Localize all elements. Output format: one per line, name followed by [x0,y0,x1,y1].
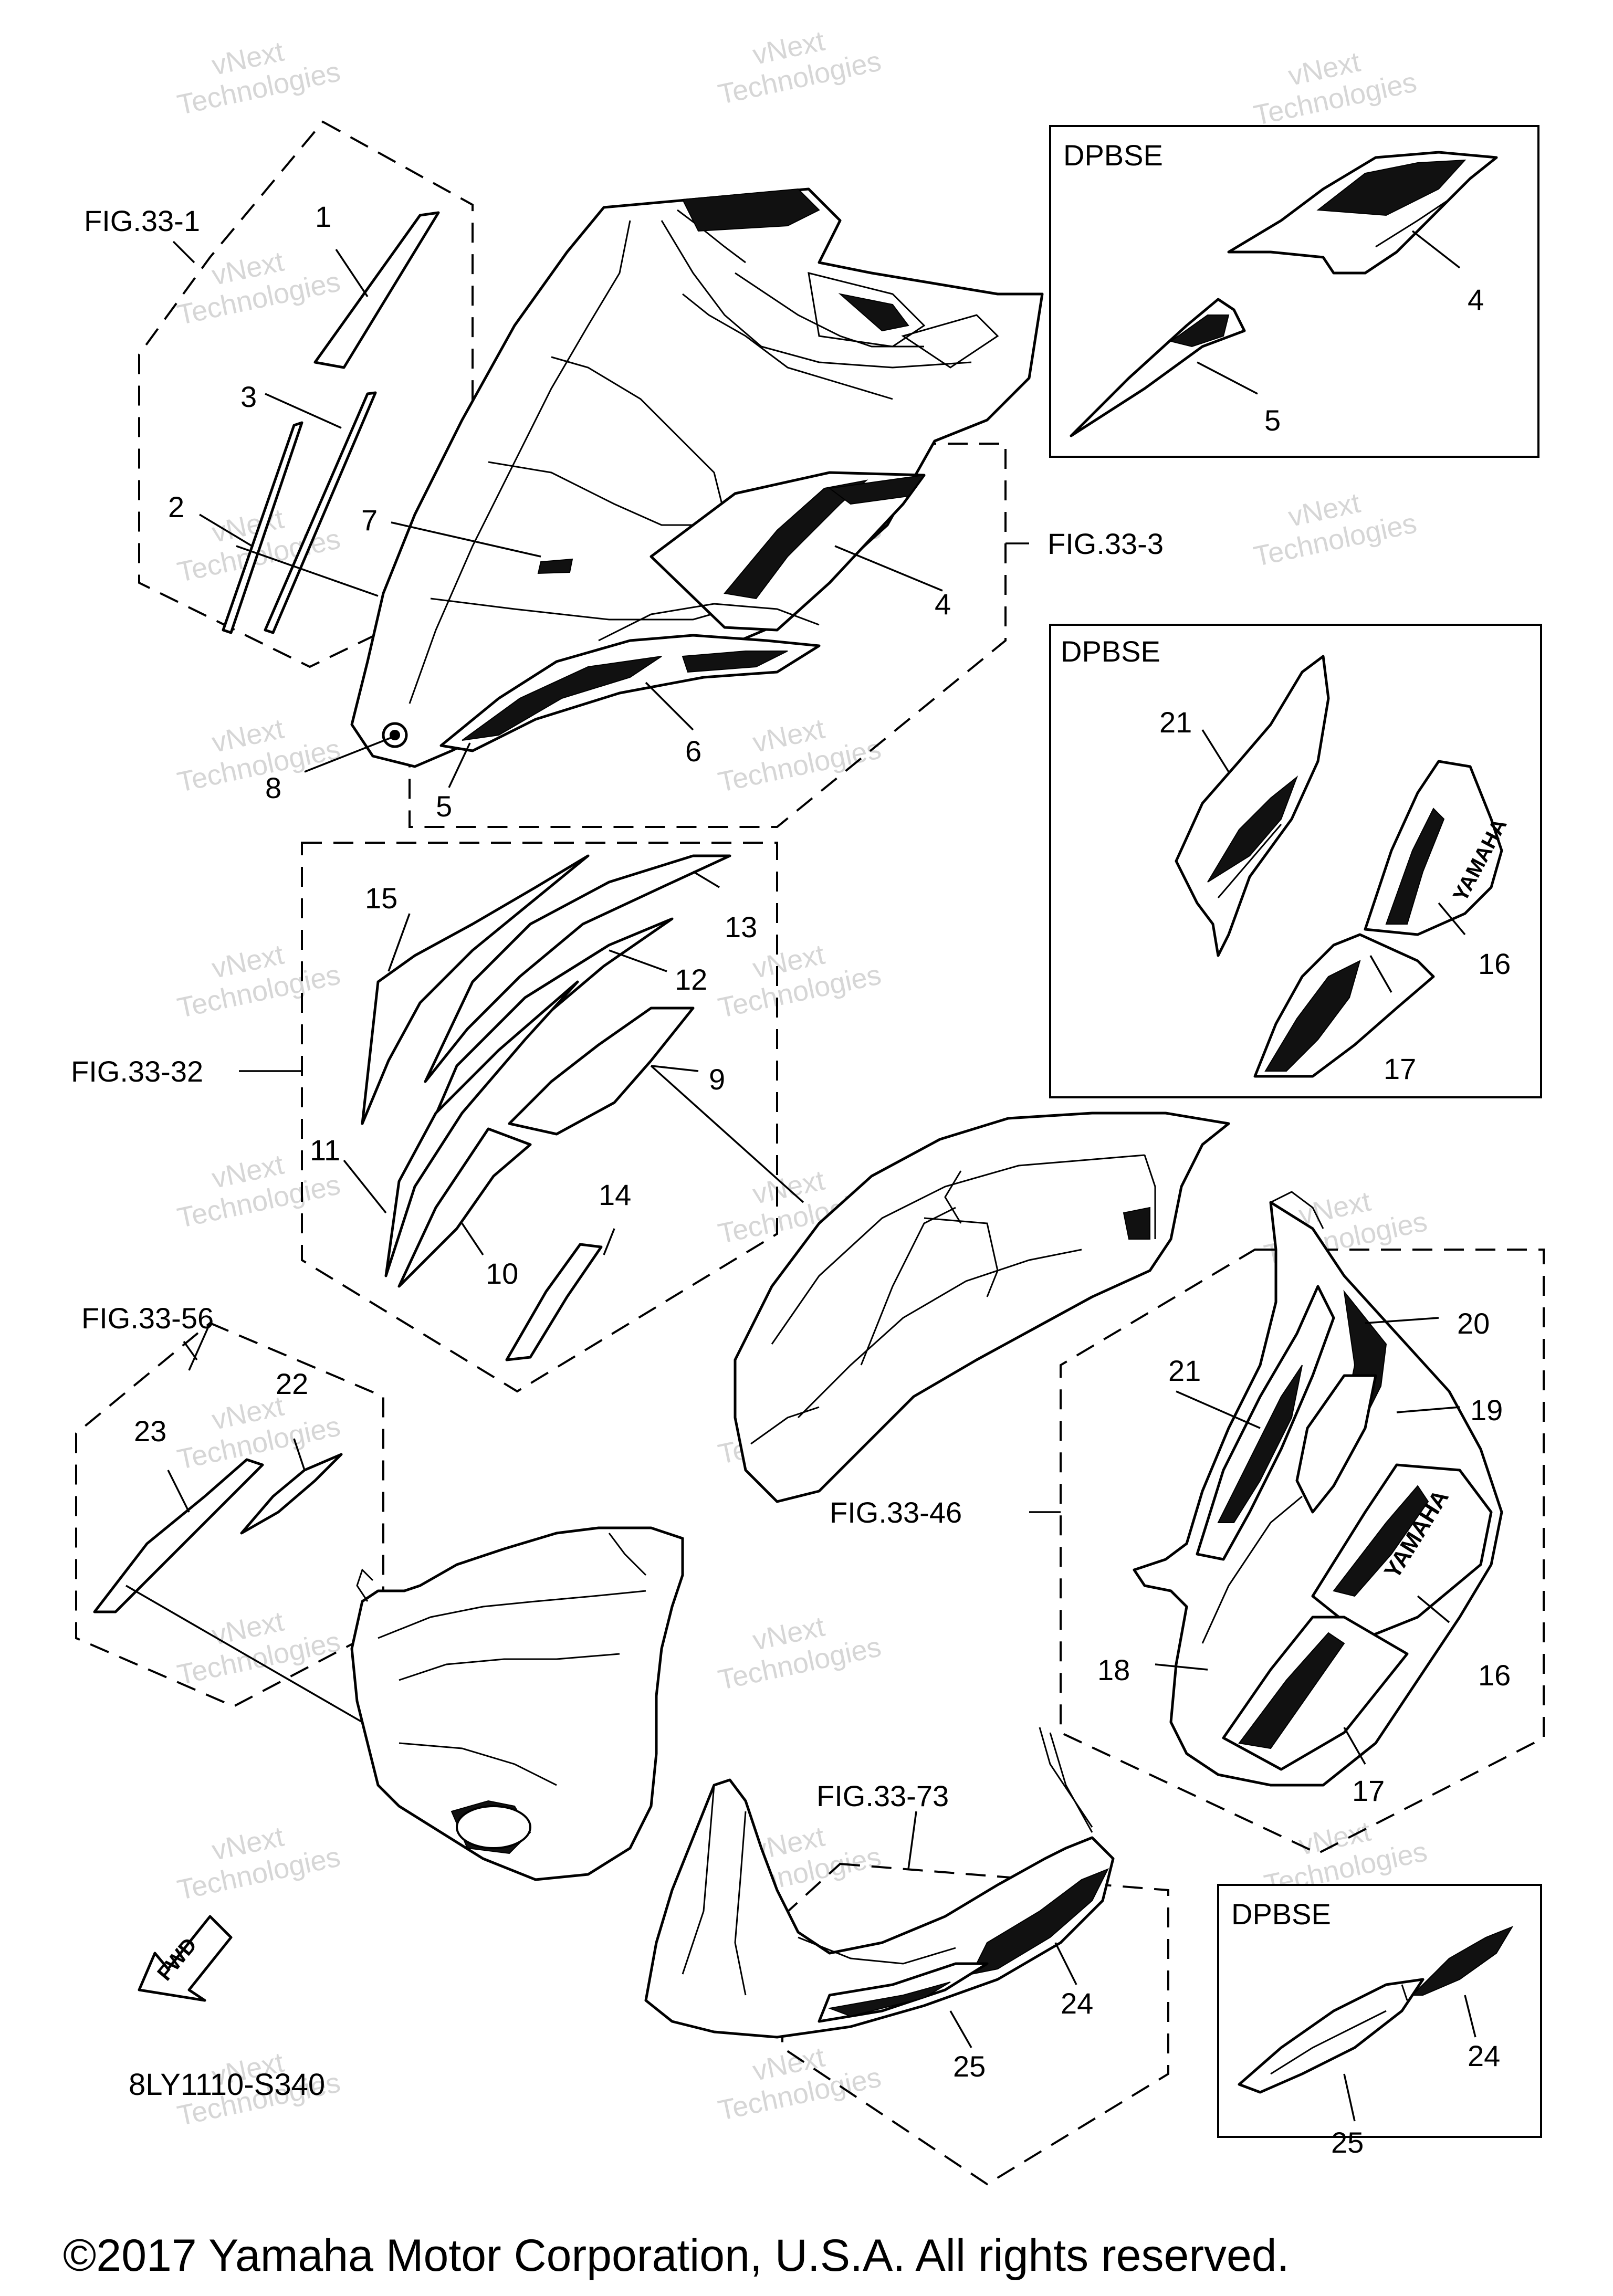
decal-16-on-panel [1311,1463,1493,1640]
decal-10 [397,1127,532,1288]
fig-label-33-1: FIG.33-1 [84,204,200,237]
fig-33-46-parts: YAMAHA [1133,1191,1503,1787]
part-number: 8 [265,771,281,804]
part-number: 23 [134,1414,166,1448]
part-number: 10 [486,1257,518,1290]
part-number: 19 [1470,1393,1503,1427]
variant-label: DPBSE [1231,1897,1331,1931]
fig-33-32-parts [361,854,731,1361]
fig-33-46-outline [1060,1249,1545,1855]
decal-13 [424,854,731,1083]
decal-21 [1196,1285,1335,1561]
fig-label-33-56: FIG.33-56 [81,1302,214,1335]
diagram-code: 8LY1110-S340 [129,2068,325,2102]
part-number: 24 [1061,1987,1093,2020]
decal-2 [222,421,303,634]
part-number: 15 [365,882,397,915]
part-number: 5 [1264,404,1281,437]
part-number: 4 [935,588,951,621]
fig-label-33-46: FIG.33-46 [830,1496,962,1529]
part-number: 5 [436,790,452,823]
side-panel-illustration [734,1112,1230,1503]
part-number: 16 [1478,1659,1511,1692]
part-number: 13 [725,910,757,943]
decal-19 [1295,1374,1377,1514]
variant-label: DPBSE [1061,635,1160,668]
decal-15 [361,854,590,1125]
part-number: 9 [709,1063,725,1096]
part-number: 20 [1457,1307,1490,1340]
part-number: 7 [361,504,378,537]
part-number: 21 [1159,706,1192,739]
decal-24-variant [1411,1925,1514,1996]
fwd-arrow: FWD [138,1915,233,2002]
decal-3 [264,391,377,634]
part-number: 2 [168,490,184,523]
part-number: 6 [685,735,701,768]
fig-33-32-outline [301,842,778,1393]
variant-label: DPBSE [1063,139,1163,172]
part-number-labels: 1 3 2 7 4 6 5 8 4 5 21 16 17 15 13 12 9 … [134,200,1511,2159]
fig-33-73-outline [781,1862,1169,2186]
part-number: 18 [1097,1653,1130,1686]
fig-label-33-73: FIG.33-73 [816,1779,949,1812]
part-number: 4 [1468,283,1484,316]
part-number: 22 [276,1367,308,1400]
part-number: 21 [1168,1354,1201,1387]
part-number: 17 [1384,1052,1416,1085]
decal-11 [384,980,579,1277]
decal-21-variant [1175,655,1330,957]
decal-18 [1201,1495,1303,1644]
lower-center-panel-illustration [644,1727,1115,2039]
variant-box-3: DPBSE [1217,1884,1542,2138]
part-number: 17 [1352,1774,1385,1807]
leader-lines [125,230,1476,2122]
part-number: 3 [240,380,257,413]
fig-33-56-parts [93,1453,343,1613]
part-number: 14 [599,1178,631,1211]
part-number: 25 [1331,2126,1364,2159]
lower-left-panel-illustration [350,1526,684,1881]
part-number: 16 [1478,947,1511,980]
decal-14 [505,1243,603,1361]
fig-33-3-outline [409,443,1007,828]
decal-24-on-panel [970,1868,1109,1975]
part-number: 11 [310,1134,340,1167]
fig-33-56-outline [75,1322,384,1708]
decal-23 [93,1458,264,1613]
fig-reference-labels: FIG.33-1 FIG.33-3 FIG.33-32 FIG.33-56 FI… [71,204,1164,1812]
part-number: 12 [675,963,707,996]
decal-22 [240,1453,343,1535]
decal-1 [313,211,440,369]
fig-33-1-parts [222,211,440,634]
front-cowl-illustration [350,187,1044,768]
part-number: 1 [315,200,331,233]
decal-9 [508,1007,695,1136]
part-number: 24 [1468,2039,1500,2072]
fig-label-33-32: FIG.33-32 [71,1055,203,1088]
copyright-notice: ©2017 Yamaha Motor Corporation, U.S.A. A… [63,2230,1290,2281]
part-number: 25 [953,2050,986,2083]
fig-label-33-3: FIG.33-3 [1048,527,1164,560]
variant-box-1: DPBSE [1049,125,1539,458]
variant-box-2: DPBSE YAMAHA [1049,624,1542,1098]
